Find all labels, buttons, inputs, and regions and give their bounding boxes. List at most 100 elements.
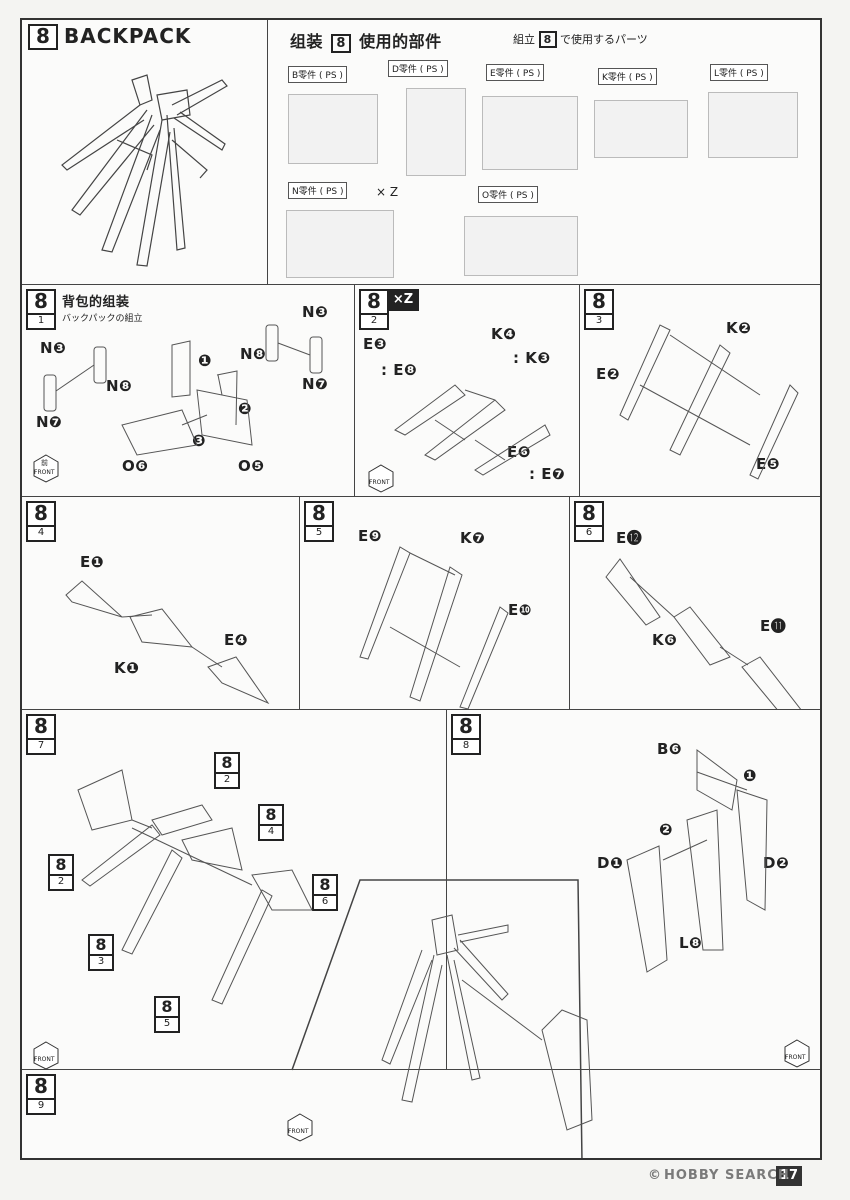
part-label: E❺ bbox=[756, 455, 780, 473]
step-badge: 8 9 bbox=[26, 1074, 56, 1115]
step-badge: 8 1 bbox=[26, 289, 56, 330]
step-badge: 8 2 bbox=[359, 289, 389, 330]
runner-e bbox=[482, 96, 578, 170]
front-label: FRONT bbox=[288, 1128, 309, 1135]
part-label: O❻ bbox=[122, 457, 149, 475]
ref-step-number: 8 bbox=[154, 996, 180, 1018]
step-8-2-panel: 8 2 ×Z E❸ : E❽ K❹ : K❸ E❻ : E❼ FRONT bbox=[355, 285, 580, 497]
front-direction-icon: FRONT bbox=[367, 463, 394, 493]
runner-label-o: O零件 ( PS ) bbox=[478, 186, 538, 203]
part-label: : E❼ bbox=[529, 465, 566, 483]
step-number: 8 bbox=[359, 289, 389, 315]
step-badge: 8 8 bbox=[451, 714, 481, 755]
runner-multiplier: × Z bbox=[376, 185, 399, 199]
assembly-lines bbox=[359, 546, 509, 709]
watermark-copyright: © bbox=[648, 1168, 662, 1183]
part-label: K❼ bbox=[460, 529, 486, 547]
step-number: 8 bbox=[26, 289, 56, 315]
step-number: 8 bbox=[26, 714, 56, 740]
part-label: K❶ bbox=[114, 659, 140, 677]
front-direction-icon: FRONT bbox=[32, 1040, 59, 1069]
parts-step-box-jp: 8 bbox=[538, 31, 557, 48]
step-number: 8 bbox=[451, 714, 481, 740]
callout: ❶ bbox=[198, 351, 213, 370]
ref-step-sub: 5 bbox=[154, 1018, 180, 1033]
step-number: 8 bbox=[26, 501, 56, 527]
part-label: K❹ bbox=[491, 325, 517, 343]
multiplier-badge: ×Z bbox=[387, 289, 419, 311]
runner-k bbox=[594, 100, 688, 158]
step-8-6-panel: 8 6 E⓬ E⓫ K❻ bbox=[570, 497, 820, 710]
backpack-illustration bbox=[61, 74, 228, 267]
part-label: E❶ bbox=[80, 553, 104, 571]
step-sub: 6 bbox=[574, 527, 604, 542]
instruction-sheet: 8 BACKPACK 组装 8 使用的部件 bbox=[20, 18, 822, 1160]
runner-label-k: K零件 ( PS ) bbox=[598, 68, 657, 85]
step-sub: 7 bbox=[26, 740, 56, 755]
parts-title-jp: 組立 8 で使用するパーツ bbox=[513, 31, 648, 48]
runner-o bbox=[464, 216, 578, 276]
front-label: FRONT bbox=[785, 1054, 806, 1061]
step-sub: 1 bbox=[26, 315, 56, 330]
parts-step-box: 8 bbox=[331, 34, 352, 53]
part-label: N❽ bbox=[240, 345, 267, 363]
runner-label-b: B零件 ( PS ) bbox=[288, 66, 347, 83]
step-number: 8 bbox=[26, 1074, 56, 1100]
step-badge: 8 3 bbox=[584, 289, 614, 330]
ref-step-number: 8 bbox=[88, 934, 114, 956]
step-number: 8 bbox=[574, 501, 604, 527]
step-sub: 5 bbox=[304, 527, 334, 542]
ref-step-number: 8 bbox=[214, 752, 240, 774]
part-label: E⓬ bbox=[616, 529, 643, 547]
part-label: K❻ bbox=[652, 631, 678, 649]
assembly-lines bbox=[605, 558, 802, 709]
step-sub: 8 bbox=[451, 740, 481, 755]
ref-step-sub: 3 bbox=[88, 956, 114, 971]
step-8-8-panel: 8 8 B❻ D❶ D❷ L❽ ❶ ❷ FRONT bbox=[447, 710, 820, 1070]
part-label: E❻ bbox=[507, 443, 531, 461]
front-direction-icon: FRONT 前 bbox=[32, 453, 59, 483]
front-direction-icon: FRONT bbox=[286, 1112, 313, 1142]
part-label: D❶ bbox=[597, 854, 624, 872]
front-label: FRONT bbox=[34, 1056, 55, 1063]
part-label: E❹ bbox=[224, 631, 248, 649]
step-8-4-panel: 8 4 E❶ E❹ K❶ bbox=[22, 497, 300, 710]
step-8-5-panel: 8 5 E❾ K❼ E❿ bbox=[300, 497, 570, 710]
step-badge: 8 4 bbox=[26, 501, 56, 542]
parts-panel: 组装 8 使用的部件 組立 8 で使用するパーツ B零件 ( PS ) D零件 … bbox=[268, 20, 820, 285]
callout: ❶ bbox=[743, 766, 758, 785]
step-sub: 4 bbox=[26, 527, 56, 542]
front-label: FRONT bbox=[34, 469, 55, 476]
part-label: E❿ bbox=[508, 601, 532, 619]
part-label: : K❸ bbox=[513, 349, 551, 367]
part-label: O❺ bbox=[238, 457, 265, 475]
assembly-lines bbox=[619, 324, 799, 480]
ref-step-sub: 4 bbox=[258, 826, 284, 841]
parts-title-jp-a: 組立 bbox=[513, 33, 535, 46]
parts-title-jp-b: で使用するパーツ bbox=[560, 33, 648, 46]
runner-label-n: N零件 ( PS ) bbox=[288, 182, 348, 199]
runner-label-e: E零件 ( PS ) bbox=[486, 64, 545, 81]
assembly-lines bbox=[626, 749, 768, 973]
assembly-lines bbox=[394, 384, 551, 476]
step-8-3-panel: 8 3 K❷ E❷ E❺ bbox=[580, 285, 820, 497]
part-label: N❼ bbox=[36, 413, 63, 431]
runner-label-d: D零件 ( PS ) bbox=[388, 60, 448, 77]
step-title-jp: バックパックの組立 bbox=[62, 314, 143, 324]
runner-b bbox=[288, 94, 378, 164]
step-badge: 8 6 bbox=[574, 501, 604, 542]
step-sub: 3 bbox=[584, 315, 614, 330]
runner-l bbox=[708, 92, 798, 158]
part-label: E❸ bbox=[363, 335, 387, 353]
part-label: N❽ bbox=[106, 377, 133, 395]
front-direction-icon: FRONT bbox=[783, 1038, 810, 1068]
runner-n bbox=[286, 210, 394, 278]
section-title: BACKPACK bbox=[64, 24, 192, 48]
assembly-lines bbox=[43, 324, 323, 456]
page-number: 17 bbox=[776, 1166, 802, 1186]
